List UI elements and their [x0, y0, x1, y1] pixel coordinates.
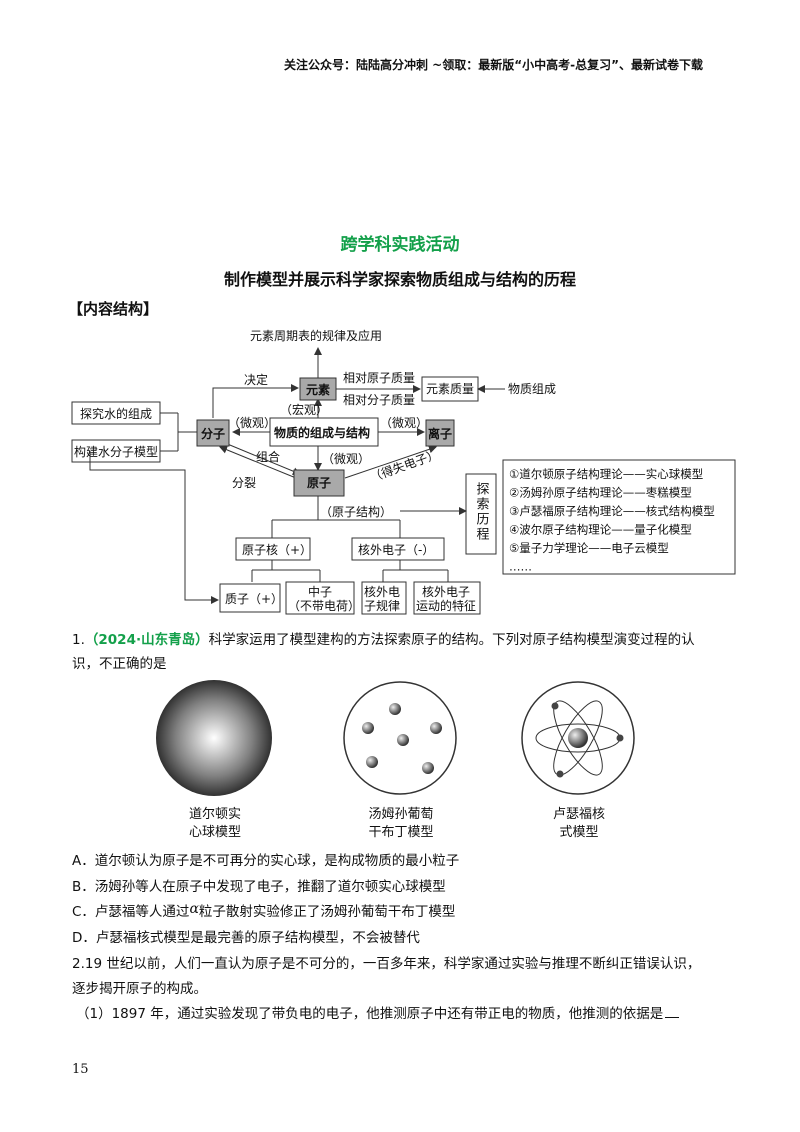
q1-line-1: 1.（2024·山东青岛）科学家运用了模型建构的方法探索原子的结构。下列对原子结…: [72, 628, 695, 648]
diagram-neutron-2: （不带电荷）: [288, 599, 360, 613]
q1-number: 1.: [72, 632, 85, 648]
dalton-model-sphere: [156, 680, 272, 796]
diagram-gain-lose-electron: （得失电子）: [368, 446, 441, 485]
q1-option-a[interactable]: A．道尔顿认为原子是不可再分的实心球，是构成物质的最小粒子: [72, 853, 460, 869]
diagram-decide: 决定: [244, 372, 268, 387]
thomson-model: [343, 681, 457, 795]
caption-thomson-1: 汤姆孙葡萄: [368, 807, 434, 822]
diagram-element: 元素: [306, 382, 330, 397]
diagram-substance-composition: 物质组成: [508, 382, 556, 396]
history-item: ④波尔原子结构理论——量子化模型: [509, 523, 692, 537]
atom-models-figure: [156, 680, 635, 796]
diagram-explore-history: 探索历程: [474, 482, 490, 542]
q1-source: （2024·山东青岛）: [84, 632, 209, 648]
diagram-macro: （宏观）: [280, 402, 328, 417]
diagram-neutron-1: 中子: [308, 584, 332, 599]
page-title: 跨学科实践活动: [340, 235, 460, 255]
diagram-electron-motion-2: 运动的特征: [416, 598, 476, 613]
q1-option-c[interactable]: C．卢瑟福等人通过α粒子散射实验修正了汤姆孙葡萄干布丁模型: [72, 900, 455, 920]
answer-blank[interactable]: [665, 1017, 680, 1018]
caption-dalton-1: 道尔顿实: [188, 807, 241, 822]
q1-stem-2: 识，不正确的是: [72, 656, 167, 672]
q2-sub-1-text: （1）1897 年，通过实验发现了带负电的电子，他推测原子中还有带正电的物质，他…: [76, 1006, 664, 1022]
caption-thomson: 汤姆孙葡萄 干布丁模型: [346, 806, 456, 842]
diagram-build-water-model: 构建水分子模型: [74, 444, 158, 459]
diagram-micro2: （微观）: [380, 416, 428, 430]
diagram-molecule: 分子: [201, 426, 225, 441]
caption-rutherford-1: 卢瑟福核: [552, 807, 605, 822]
diagram-element-mass: 元素质量: [426, 382, 474, 396]
diagram-ion: 离子: [428, 426, 452, 441]
history-item: ……: [509, 560, 532, 574]
q1-option-b[interactable]: B．汤姆孙等人在原子中发现了电子，推翻了道尔顿实心球模型: [72, 879, 446, 895]
q2-line-2: 逐步揭开原子的构成。: [72, 981, 207, 997]
diagram-proton: 质子（+）: [225, 592, 283, 606]
concept-diagram: 元素周期表的规律及应用 元素 决定 相对原子质量 相对分子质量 元素质量 物质组…: [71, 328, 736, 615]
diagram-split: 分裂: [232, 476, 256, 490]
page-number: 15: [72, 1062, 89, 1077]
q1-stem-1: 科学家运用了模型建构的方法探索原子的结构。下列对原子结构模型演变过程的认: [208, 632, 695, 648]
history-item: ⑤量子力学理论——电子云模型: [509, 541, 669, 555]
rutherford-model: [521, 681, 635, 795]
diagram-micro3: （微观）: [322, 452, 370, 466]
diagram-nucleus: 原子核（+）: [242, 543, 312, 557]
diagram-rel-mass-molecule: 相对分子质量: [343, 393, 415, 407]
history-item: ②汤姆孙原子结构理论——枣糕模型: [509, 486, 692, 500]
header-note: 关注公众号：陆陆高分冲刺 ~领取：最新版“小中高考-总复习”、最新试卷下载: [284, 58, 703, 72]
diagram-outer-electron: 核外电子（-）: [358, 543, 434, 557]
caption-thomson-2: 干布丁模型: [368, 825, 434, 840]
page-subtitle: 制作模型并展示科学家探索物质组成与结构的历程: [223, 270, 576, 289]
diagram-composition-structure: 物质的组成与结构: [274, 425, 370, 440]
caption-dalton-2: 心球模型: [188, 825, 241, 840]
q1-option-c-part2: 粒子散射实验修正了汤姆孙葡萄干布丁模型: [198, 904, 456, 920]
diagram-electron-rule-2: 子规律: [364, 598, 400, 613]
history-item: ①道尔顿原子结构理论——实心球模型: [509, 467, 703, 481]
diagram-micro1: （微观）: [228, 416, 276, 430]
caption-rutherford: 卢瑟福核 式模型: [524, 806, 634, 842]
caption-rutherford-2: 式模型: [559, 825, 599, 840]
q2-line-1: 2.19 世纪以前，人们一直认为原子是不可分的，一百多年来，科学家通过实验与推理…: [72, 956, 701, 972]
alpha-symbol: α: [189, 901, 199, 917]
history-item: ③卢瑟福原子结构理论——核式结构模型: [509, 504, 715, 518]
diagram-rel-mass-atom: 相对原子质量: [343, 371, 415, 385]
caption-dalton: 道尔顿实 心球模型: [160, 806, 270, 842]
diagram-explore-water: 探究水的组成: [80, 406, 152, 421]
diagram-top-label: 元素周期表的规律及应用: [250, 328, 382, 343]
q1-option-c-part1: C．卢瑟福等人通过: [72, 904, 190, 920]
q2-sub-1: （1）1897 年，通过实验发现了带负电的电子，他推测原子中还有带正电的物质，他…: [76, 1002, 680, 1022]
diagram-combine: 组合: [256, 449, 280, 464]
section-label: 【内容结构】: [68, 300, 159, 318]
q1-option-d[interactable]: D．卢瑟福核式模型是最完善的原子结构模型，不会被替代: [72, 930, 420, 946]
diagram-atom: 原子: [307, 476, 331, 490]
diagram-atomic-structure: （原子结构）: [320, 504, 392, 519]
diagram-electron-motion-1: 核外电子: [422, 585, 470, 599]
diagram-electron-rule-1: 核外电: [364, 585, 400, 599]
